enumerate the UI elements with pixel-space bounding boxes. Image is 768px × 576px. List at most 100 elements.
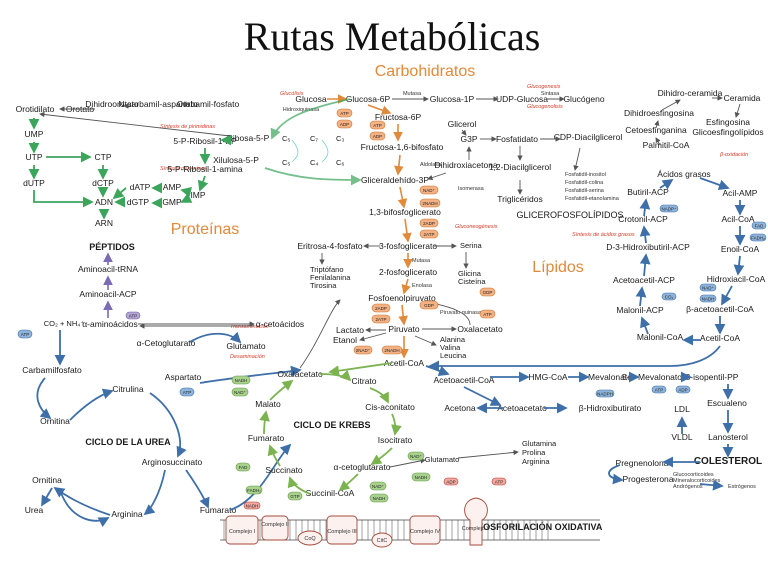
label-sintesis-ac-grasos: Síntesis de ácidos grasos [572,232,635,238]
cof-nadp-lip: NADP⁺ [662,207,678,212]
page-title: Rutas Metabólicas [244,14,541,59]
cof-atp-urea-1: ATP [21,332,29,337]
cof-2nadh-1: 2NADH [422,201,437,206]
cof-atp-peptide: ATP [129,314,137,319]
cof-c7: C₇ [310,134,318,143]
node-3-fosfoglicerato: 3-fosfoglicerato [379,241,437,251]
cof-atp-ox: ATP [495,480,503,485]
cof-2nad-1: 2NAD⁺ [356,348,371,353]
node-glutamina: Glutamina [522,439,557,448]
node-ribosa-5p: Ribosa-5-P [227,133,270,143]
node-fructosa-6p: Fructosa-6P [375,112,422,122]
node-piruvato: Piruvato [388,324,419,334]
node-glicerol: Glicerol [448,119,477,129]
cof-2nadh-2: 2NADH [384,348,399,353]
node-glucogeno: Glucógeno [563,94,604,104]
cof-atp-2: ATP [373,123,381,128]
label-gluconeogenesis: Gluconeogénesis [455,224,498,230]
node-malonil-coa: Malonil-CoA [637,332,684,342]
node-13-bifosfoglicerato: 1,3-bifosfoglicerato [369,207,441,217]
node-5p-mevalonato: 5-P-Mevalonato [622,372,682,382]
node-leucina: Leucina [440,351,467,360]
node-lanosterol: Lanosterol [708,432,748,442]
enzyme-enolasa: Enolasa [412,283,433,289]
cof-adp-1: ADP [340,122,349,127]
cof-nad-krebs-3: NAD⁺ [410,454,423,459]
cof-gdp-2: GDP [483,290,493,295]
node-dutp: dUTP [23,178,45,188]
node-dihidroorotato: Dihidroorotato [85,99,139,109]
node-glucosa: Glucosa [295,94,326,104]
cof-gdp-1: GDP [424,303,434,308]
node-fumarato-krebs: Fumarato [248,433,285,443]
node-amp: AMP [163,182,182,192]
label-glucolisis: Glucólisis [280,91,304,97]
node-citrulina: Citrulina [112,384,143,394]
cof-c4: C₄ [310,158,318,167]
node-cis-aconitato: Cis-aconitato [365,402,415,412]
node-g3p: G3P [460,134,477,144]
cof-c5-1: C₅ [282,134,290,143]
coq: CoQ [304,536,316,542]
node-cetoesfinganina: Cetoesfinganina [625,125,687,135]
section-colesterol: COLESTEROL [694,456,762,467]
node-fosfoenolpiruvato: Fosfoenolpiruvato [368,293,436,303]
node-hidroxibutiril-acp: D-3-Hidroxibutiril-ACP [606,242,690,252]
node-escualeno: Escualeno [707,398,747,408]
node-arn: ARN [95,218,113,228]
cof-c3-1: C₃ [336,134,344,143]
cof-nad-krebs-2: NAD⁺ [372,484,385,489]
node-ceramida: Ceramida [724,93,761,103]
node-prpp: 5-P-Ribosil-1-PP [173,136,237,146]
node-gmp: GMP [162,197,182,207]
node-gliceraldehido-3p: Gliceraldehído-3P [361,175,429,185]
cof-2atp-1: 2ATP [424,232,435,237]
complejo-4: Complejo IV [410,529,440,535]
node-cdp-diacilglicerol: CDP-Diacilglicerol [554,132,623,142]
node-crotonil-acp: Crotonil-ACP [618,214,668,224]
cof-nad-1: NAD⁺ [423,188,436,193]
node-12-diacilglicerol: 1,2-Diacilglicerol [489,162,551,172]
node-dctp: dCTP [92,178,114,188]
node-co2-nh4: CO₂ + NH₄⁺ [44,319,85,328]
label-transaminacion: Transaminación [230,324,269,330]
node-udp-glucosa: UDP-Glucosa [496,94,548,104]
complejo-5: Complejo V [462,526,491,532]
cof-nadph-lip: NADPH [597,392,613,397]
node-palmitil-coa: Palmitil-CoA [643,140,690,150]
node-oxalacetato-krebs: Oxalacetato [277,369,323,379]
cof-nadh-lip: NADH [702,297,715,302]
cof-fad-lip: FAD [755,224,765,229]
enzyme-mutasa-top: Mutasa [403,91,422,97]
node-aspartato: Aspartato [165,372,202,382]
node-malato: Malato [255,399,281,409]
node-etanol: Etanol [333,335,357,345]
node-glucosa-1p: Glucosa-1P [430,94,475,104]
cof-nadh-krebs-2: NADH [373,496,386,501]
enzyme-hidroxiquinasa: Hidroxiquinasa [283,107,320,113]
node-carbamilfosfato: Carbamilfosfato [22,365,82,375]
enzyme-aldolasa: Aldolasa [420,162,442,168]
enzyme-mutasa-mid: Mutasa [412,258,431,264]
section-lipidos: Lípidos [532,259,584,276]
node-orotidilato: Orotidilato [16,104,55,114]
node-succinato: Succinato [265,465,303,475]
fosfolipido-2: Fosfatidil-colina [565,180,604,186]
node-hmg-coa: HMG-CoA [528,372,568,382]
label-b-oxidacion: β-oxidación [719,152,748,158]
node-acetoacetil-acp: Acetoacetil-ACP [613,275,675,285]
label-sintesis-pirimidinas: Síntesis de pirimidinas [160,124,215,130]
node-cisteina: Cisteína [458,277,486,286]
cof-gtp-krebs: GTP [290,494,299,499]
node-2-fosfoglicerato: 2-fosfoglicerato [379,267,437,277]
section-proteinas: Proteínas [171,221,239,238]
cof-c5-2: C₅ [282,158,290,167]
fosfolipido-1: Fosfatidil-inositol [565,172,606,178]
fosfolipido-4: Fosfatidil-etanolamina [565,196,620,202]
node-acidos-grasos: Ácidos grasos [657,169,710,179]
cof-nad-lip: NAD⁺ [702,286,715,291]
node-acetil-coa: Acetil-CoA [384,358,424,368]
node-arginosuccinato: Arginosuccinato [142,457,203,467]
cof-atp-3: ATP [483,312,491,317]
